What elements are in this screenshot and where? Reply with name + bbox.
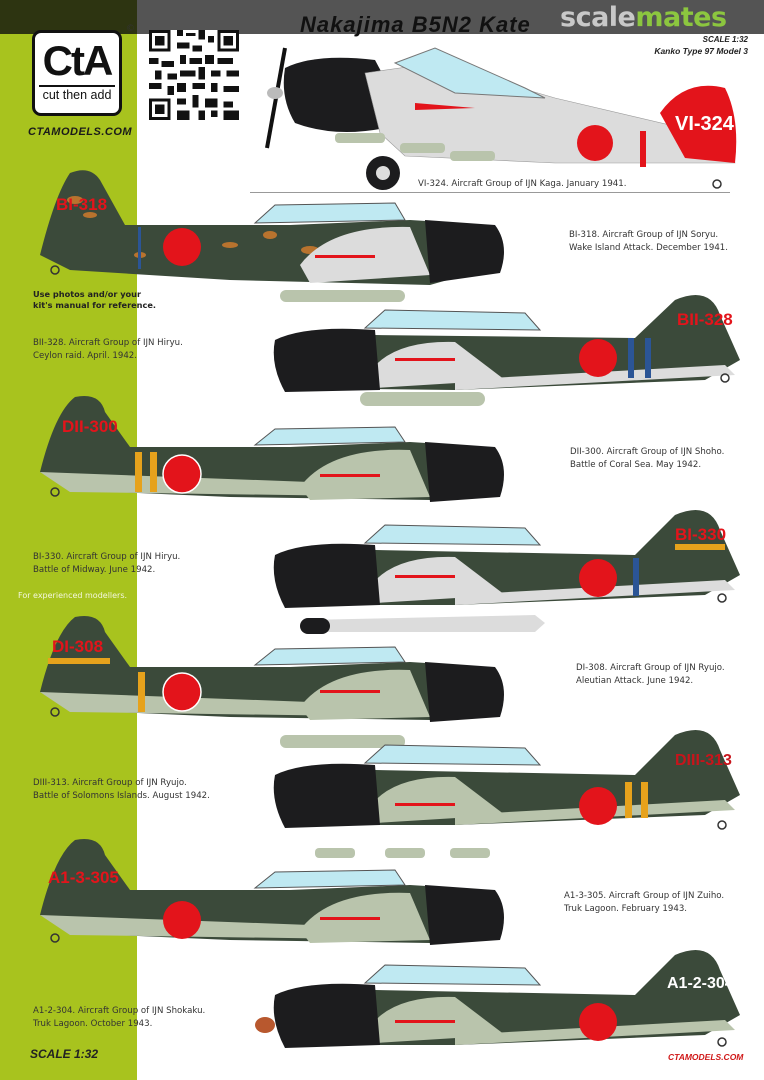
- caption-line: BII-328. Aircraft Group of IJN Hiryu.: [33, 338, 183, 348]
- experience-note: For experienced modellers.: [18, 591, 128, 600]
- caption-line: Wake Island Attack. December 1941.: [569, 243, 728, 253]
- logo-sub-text: cut then add: [39, 85, 115, 103]
- tail-code: VI-324: [675, 113, 735, 135]
- banner-left-shade: [0, 0, 137, 34]
- caption-line: Battle of Midway. June 1942.: [33, 565, 156, 575]
- divider: [250, 192, 730, 193]
- tail-code: A1-2-304: [667, 975, 734, 992]
- qr-code-icon[interactable]: [148, 30, 240, 120]
- aircraft-profile-bi-318: BI-318: [40, 170, 504, 302]
- aircraft-profile-bii-328: BII-328: [273, 295, 740, 406]
- aircraft-profile-a1-2-304: A1-2-304: [255, 950, 740, 1048]
- scalemates-part1: scale: [560, 2, 636, 33]
- aircraft-caption-vi-324: VI-324. Aircraft Group of IJN Kaga. Janu…: [418, 179, 627, 189]
- tail-code: BI-330: [675, 525, 726, 544]
- model-subtitle: Kanko Type 97 Model 3: [654, 46, 748, 56]
- caption-line: Aleutian Attack. June 1942.: [576, 676, 694, 686]
- aircraft-profile-diii-313: DIII-313: [273, 730, 740, 858]
- tail-code: DI-308: [52, 637, 103, 656]
- scale-label-bottom: SCALE 1:32: [30, 1047, 99, 1061]
- aircraft-caption-a1-2-304: A1-2-304. Aircraft Group of IJN Shokaku.…: [33, 1005, 205, 1031]
- aircraft-caption-bii-328: BII-328. Aircraft Group of IJN Hiryu. Cey…: [33, 337, 183, 363]
- caption-line: DI-308. Aircraft Group of IJN Ryujo.: [576, 663, 725, 673]
- caption-line: BI-330. Aircraft Group of IJN Hiryu.: [33, 552, 181, 562]
- aircraft-caption-bi-318: BI-318. Aircraft Group of IJN Soryu. Wake…: [569, 229, 728, 255]
- cta-logo: CtA cut then add: [32, 30, 122, 116]
- aircraft-profile-a1-3-305: A1-3-305: [40, 839, 504, 945]
- aircraft-caption-diii-313: DIII-313. Aircraft Group of IJN Ryujo. Ba…: [33, 777, 210, 803]
- page-title: Nakajima B5N2 Kate: [300, 12, 531, 37]
- caption-line: A1-3-305. Aircraft Group of IJN Zuiho.: [564, 891, 725, 901]
- caption-line: Truk Lagoon. February 1943.: [564, 904, 688, 914]
- caption-line: A1-2-304. Aircraft Group of IJN Shokaku.: [33, 1006, 206, 1016]
- aircraft-caption-dii-300: DII-300. Aircraft Group of IJN Shoho. Bat…: [570, 446, 724, 472]
- tail-code: A1-3-305: [48, 868, 119, 887]
- aircraft-caption-a1-3-305: A1-3-305. Aircraft Group of IJN Zuiho. Tr…: [564, 890, 724, 916]
- scale-label-top: SCALE 1:32: [702, 35, 748, 44]
- tail-code: BII-328: [677, 310, 733, 329]
- tail-code: BI-318: [56, 195, 107, 214]
- caption-line: Ceylon raid. April. 1942.: [33, 351, 138, 361]
- copyright-mark: ©: [126, 24, 135, 34]
- scalemates-watermark[interactable]: scalemates: [560, 2, 727, 33]
- caption-line: Battle of Coral Sea. May 1942.: [570, 460, 702, 470]
- website-label[interactable]: CTAMODELS.COM: [28, 126, 133, 138]
- website-label-bottom[interactable]: CTAMODELS.COM: [668, 1052, 744, 1062]
- caption-line: BI-318. Aircraft Group of IJN Soryu.: [569, 230, 719, 240]
- tail-code: DII-300: [62, 417, 118, 436]
- caption-line: Truk Lagoon. October 1943.: [33, 1019, 153, 1029]
- caption-line: Battle of Solomons Islands. August 1942.: [33, 791, 210, 801]
- aircraft-caption-bi-330: BI-330. Aircraft Group of IJN Hiryu. Batt…: [33, 551, 180, 577]
- aircraft-profile-di-308: DI-308: [40, 616, 504, 748]
- caption-line: DII-300. Aircraft Group of IJN Shoho.: [570, 447, 725, 457]
- tail-code: DIII-313: [675, 752, 732, 769]
- aircraft-profile-dii-300: DII-300: [40, 396, 504, 502]
- reference-note-line2: kit's manual for reference.: [33, 300, 157, 310]
- aircraft-profile-vi-324: VI-324: [265, 47, 737, 190]
- logo-main-text: CtA: [42, 37, 114, 84]
- aircraft-profile-bi-330: BI-330: [273, 510, 740, 634]
- caption-line: DIII-313. Aircraft Group of IJN Ryujo.: [33, 778, 187, 788]
- scalemates-part2: mates: [635, 2, 727, 33]
- aircraft-caption-di-308: DI-308. Aircraft Group of IJN Ryujo. Aleu…: [576, 662, 725, 688]
- reference-note-line1: Use photos and/or your: [33, 289, 142, 299]
